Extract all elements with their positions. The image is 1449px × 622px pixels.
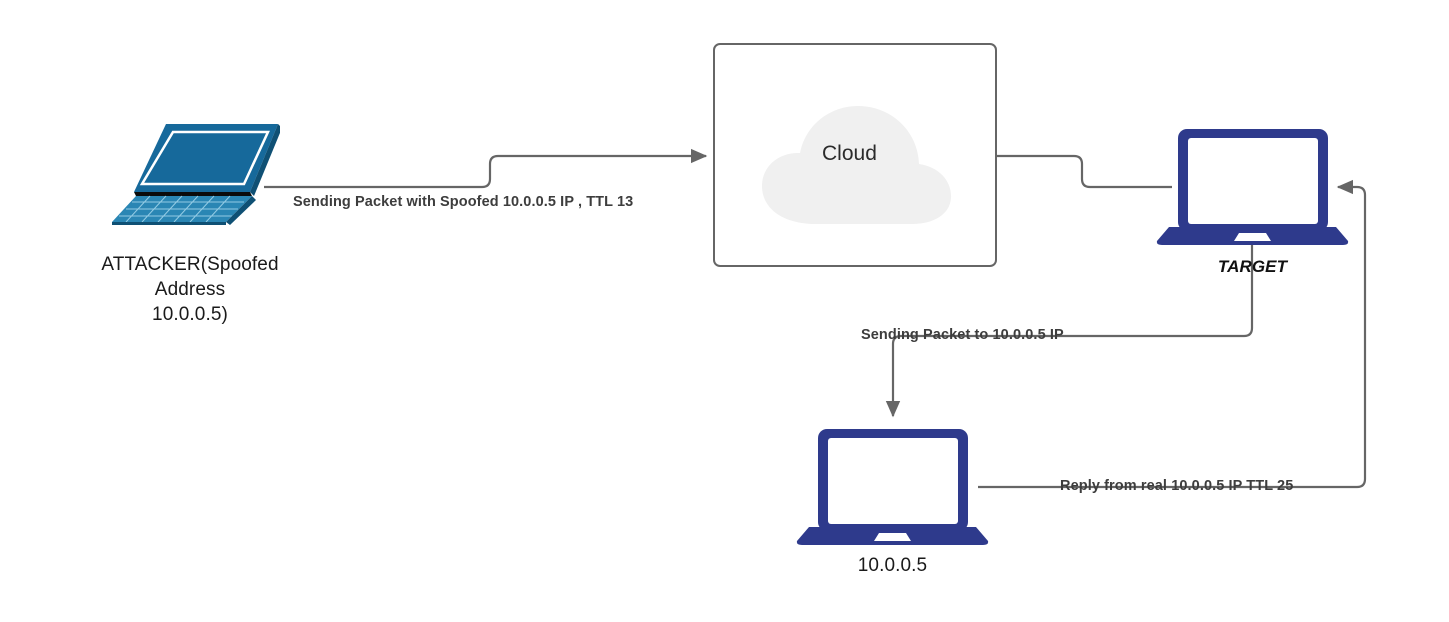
edge-label-real-host-to-target: Reply from real 10.0.0.5 IP TTL 25 — [1060, 478, 1294, 494]
attacker-label: ATTACKER(Spoofed Address 10.0.0.5) — [101, 254, 279, 325]
edge-label-target-to-real-host: Sending Packet to 10.0.0.5 IP — [861, 327, 1064, 343]
edge-real-host-to-target — [978, 179, 1367, 489]
laptop-isometric-icon[interactable] — [110, 122, 280, 226]
cloud-label: Cloud — [822, 142, 877, 165]
cloud-icon — [752, 98, 958, 224]
edge-attacker-to-cloud — [264, 148, 708, 189]
real-host-label: 10.0.0.5 — [857, 555, 928, 576]
target-label: TARGET — [1217, 257, 1288, 276]
laptop-icon-target[interactable] — [1155, 127, 1350, 245]
laptop-icon-real-host[interactable] — [795, 427, 990, 545]
edge-label-attacker-to-cloud: Sending Packet with Spoofed 10.0.0.5 IP … — [293, 194, 634, 210]
edge-cloud-to-target — [997, 154, 1172, 189]
edge-target-to-real-host — [885, 240, 1254, 418]
